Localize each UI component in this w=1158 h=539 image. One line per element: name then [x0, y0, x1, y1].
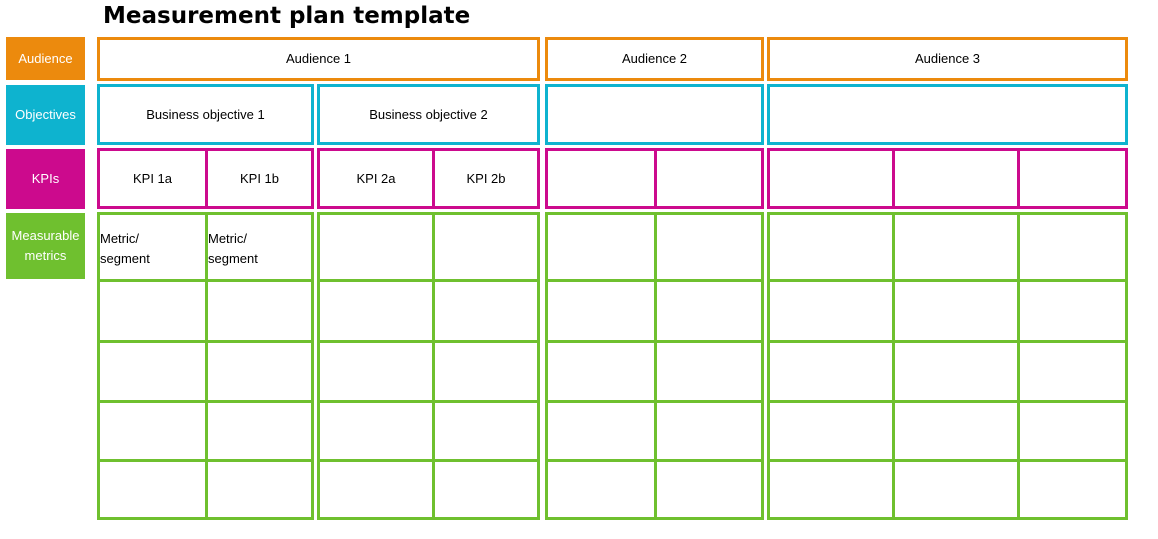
metric-cell-1-line1: Metric/ — [100, 231, 139, 246]
objective-box-3 — [545, 84, 764, 145]
row-label-objectives: Objectives — [6, 85, 85, 145]
kpi-divider — [1017, 151, 1020, 206]
metric-cell-1-line2: segment — [100, 251, 150, 266]
kpi-1b-label: KPI 1b — [239, 170, 280, 186]
row-label-audience-text: Audience — [18, 50, 73, 66]
metrics-row-divider — [770, 279, 1125, 282]
kpi-box-1: KPI 1a KPI 1b — [97, 148, 314, 209]
page-title: Measurement plan template — [103, 3, 471, 29]
row-label-metrics-line2: metrics — [24, 248, 67, 263]
objective-box-1: Business objective 1 — [97, 84, 314, 145]
metrics-row-divider — [548, 400, 761, 403]
metrics-col-divider — [654, 215, 657, 517]
objective-2-label: Business objective 2 — [369, 106, 488, 122]
metrics-row-divider — [100, 279, 311, 282]
metric-segment-cell-2: Metric/ segment — [208, 215, 311, 279]
metrics-grid-1: Metric/ segment Metric/ segment — [97, 212, 314, 520]
metrics-col-divider — [892, 215, 895, 517]
metrics-row-divider — [770, 400, 1125, 403]
metrics-row-divider — [320, 400, 537, 403]
kpi-divider — [892, 151, 895, 206]
metrics-row-divider — [100, 400, 311, 403]
metrics-row-divider — [770, 340, 1125, 343]
metrics-row-divider — [548, 279, 761, 282]
metric-cell-2-line1: Metric/ — [208, 231, 247, 246]
metrics-row-divider — [548, 459, 761, 462]
row-label-kpis-text: KPIs — [31, 171, 60, 186]
metrics-row-divider — [320, 279, 537, 282]
metrics-row-divider — [100, 459, 311, 462]
metrics-col-divider — [432, 215, 435, 517]
kpi-2a-label: KPI 2a — [356, 170, 396, 186]
metrics-row-divider — [320, 340, 537, 343]
audience-1-label: Audience 1 — [285, 51, 352, 66]
audience-2-label: Audience 2 — [621, 51, 688, 66]
row-label-audience: Audience — [6, 37, 85, 80]
row-label-kpis: KPIs — [6, 149, 85, 209]
metrics-col-divider — [1017, 215, 1020, 517]
metric-cell-2-line2: segment — [208, 251, 258, 266]
kpi-divider — [654, 151, 657, 206]
kpi-divider — [432, 151, 435, 206]
metrics-grid-4 — [767, 212, 1128, 520]
kpi-box-4 — [767, 148, 1128, 209]
audience-box-1: Audience 1 — [97, 37, 540, 81]
objective-box-2: Business objective 2 — [317, 84, 540, 145]
kpi-2b-label: KPI 2b — [466, 170, 506, 186]
row-label-metrics-line1: Measurable — [11, 228, 80, 243]
kpi-box-2: KPI 2a KPI 2b — [317, 148, 540, 209]
audience-box-2: Audience 2 — [545, 37, 764, 81]
audience-box-3: Audience 3 — [767, 37, 1128, 81]
row-label-objectives-text: Objectives — [15, 107, 76, 122]
row-label-measurable-metrics: Measurable metrics — [6, 213, 85, 279]
kpi-1a-label: KPI 1a — [132, 170, 173, 186]
metric-segment-cell-1: Metric/ segment — [100, 215, 205, 279]
metrics-row-divider — [320, 459, 537, 462]
audience-3-label: Audience 3 — [914, 51, 981, 66]
metrics-grid-2 — [317, 212, 540, 520]
objective-box-4 — [767, 84, 1128, 145]
metrics-row-divider — [770, 459, 1125, 462]
kpi-divider — [205, 151, 208, 206]
metrics-row-divider — [100, 340, 311, 343]
objective-1-label: Business objective 1 — [146, 106, 265, 122]
kpi-box-3 — [545, 148, 764, 209]
metrics-grid-3 — [545, 212, 764, 520]
metrics-col-divider — [205, 215, 208, 517]
metrics-row-divider — [548, 340, 761, 343]
